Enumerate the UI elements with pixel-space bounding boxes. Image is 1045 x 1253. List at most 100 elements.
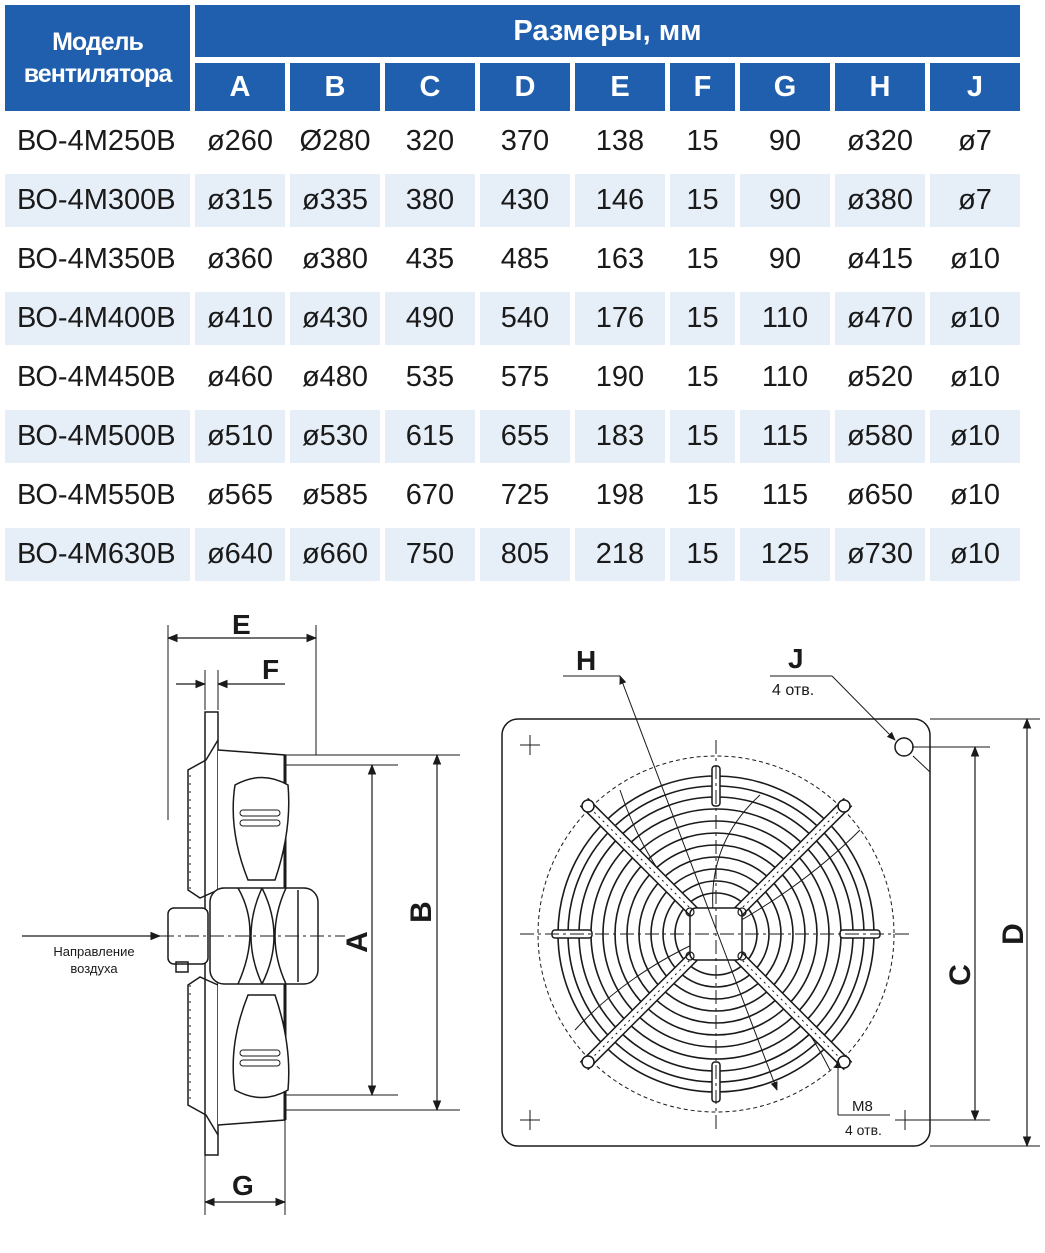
column-header-g: G: [740, 63, 830, 111]
cell-f: 15: [686, 125, 719, 157]
cell-d: 485: [500, 243, 550, 275]
front-view-drawing: [501, 675, 1040, 1148]
column-header-c: C: [385, 63, 475, 111]
cell-a: ø510: [195, 410, 285, 463]
cell-e: 176: [575, 292, 665, 345]
cell-d: 725: [500, 479, 550, 511]
dim-label-f: F: [262, 654, 279, 685]
cell-g: 90: [768, 125, 802, 157]
table-row: ВО-4М250В ø260 Ø280 320 370 138 15 90 ø320 ø7: [5, 115, 1020, 168]
dim-label-b: B: [405, 901, 438, 923]
dim-label-j: J: [788, 643, 804, 674]
cell-f: 15: [686, 361, 719, 393]
cell-b: ø430: [290, 292, 380, 345]
cell-a: ø360: [206, 243, 274, 275]
cell-d: 370: [500, 125, 550, 157]
cell-c: 750: [385, 528, 475, 581]
cell-f: 15: [670, 410, 735, 463]
cell-c: 490: [385, 292, 475, 345]
cell-d: 430: [480, 174, 570, 227]
holes-count-j: 4 отв.: [772, 682, 814, 699]
cell-f: 15: [670, 528, 735, 581]
dimensions-table: Модель вентилятора Размеры, мм A B C D E…: [5, 5, 1020, 581]
dim-label-h: H: [576, 645, 596, 676]
cell-g: 110: [761, 361, 809, 393]
column-header-e: E: [575, 63, 665, 111]
cell-j: ø10: [950, 361, 1000, 393]
cell-model: ВО-4М550В: [17, 479, 176, 511]
cell-c: 535: [405, 361, 455, 393]
dim-label-d: D: [997, 923, 1030, 945]
airflow-label-line1: Направление: [53, 944, 134, 959]
cell-model: ВО-4М300В: [5, 174, 190, 227]
cell-c: 380: [385, 174, 475, 227]
cell-c: 670: [405, 479, 455, 511]
cell-a: ø640: [195, 528, 285, 581]
cell-g: 115: [761, 479, 809, 511]
cell-j: ø7: [930, 174, 1020, 227]
cell-model: ВО-4М630В: [5, 528, 190, 581]
dim-label-g: G: [232, 1170, 254, 1201]
cell-g: 90: [740, 174, 830, 227]
cell-a: ø565: [206, 479, 274, 511]
cell-j: ø10: [930, 292, 1020, 345]
bolt-size-label: М8: [852, 1098, 873, 1115]
column-header-f: F: [670, 63, 735, 111]
cell-d: 575: [500, 361, 550, 393]
cell-model: ВО-4М450В: [17, 361, 176, 393]
cell-j: ø10: [930, 528, 1020, 581]
cell-b: Ø280: [299, 125, 371, 157]
cell-e: 163: [595, 243, 645, 275]
cell-g: 125: [740, 528, 830, 581]
cell-c: 320: [405, 125, 455, 157]
column-header-h: H: [835, 63, 925, 111]
cell-c: 615: [385, 410, 475, 463]
airflow-label-line2: воздуха: [70, 961, 118, 976]
cell-d: 805: [480, 528, 570, 581]
cell-a: ø260: [206, 125, 274, 157]
cell-b: ø530: [290, 410, 380, 463]
cell-h: ø380: [835, 174, 925, 227]
cell-b: ø660: [290, 528, 380, 581]
cell-e: 138: [595, 125, 645, 157]
cell-model: ВО-4М400В: [5, 292, 190, 345]
cell-h: ø580: [835, 410, 925, 463]
cell-h: ø320: [846, 125, 914, 157]
cell-f: 15: [686, 243, 719, 275]
model-header-line2: вентилятора: [23, 60, 172, 88]
holes-count-m8: 4 отв.: [845, 1122, 882, 1138]
model-header-line1: Модель: [52, 28, 144, 56]
cell-b: ø380: [301, 243, 369, 275]
cell-c: 435: [405, 243, 455, 275]
cell-g: 115: [740, 410, 830, 463]
cell-h: ø650: [846, 479, 914, 511]
cell-e: 198: [595, 479, 645, 511]
cell-h: ø520: [846, 361, 914, 393]
cell-model: ВО-4М250В: [17, 125, 176, 157]
cell-b: ø335: [290, 174, 380, 227]
cell-h: ø415: [846, 243, 914, 275]
cell-a: ø315: [195, 174, 285, 227]
cell-f: 15: [686, 479, 719, 511]
cell-d: 540: [480, 292, 570, 345]
dim-label-a: A: [341, 931, 374, 953]
cell-d: 655: [480, 410, 570, 463]
cell-g: 90: [768, 243, 802, 275]
dim-label-c: C: [944, 964, 977, 986]
cell-j: ø10: [950, 243, 1000, 275]
cell-e: 190: [595, 361, 645, 393]
cell-f: 15: [670, 292, 735, 345]
dim-label-e: E: [232, 609, 251, 640]
table-header: Модель вентилятора Размеры, мм A B C D E…: [5, 5, 1020, 111]
cell-e: 146: [575, 174, 665, 227]
cell-j: ø7: [958, 125, 992, 157]
cell-b: ø480: [301, 361, 369, 393]
side-view-drawing: [22, 625, 460, 1215]
